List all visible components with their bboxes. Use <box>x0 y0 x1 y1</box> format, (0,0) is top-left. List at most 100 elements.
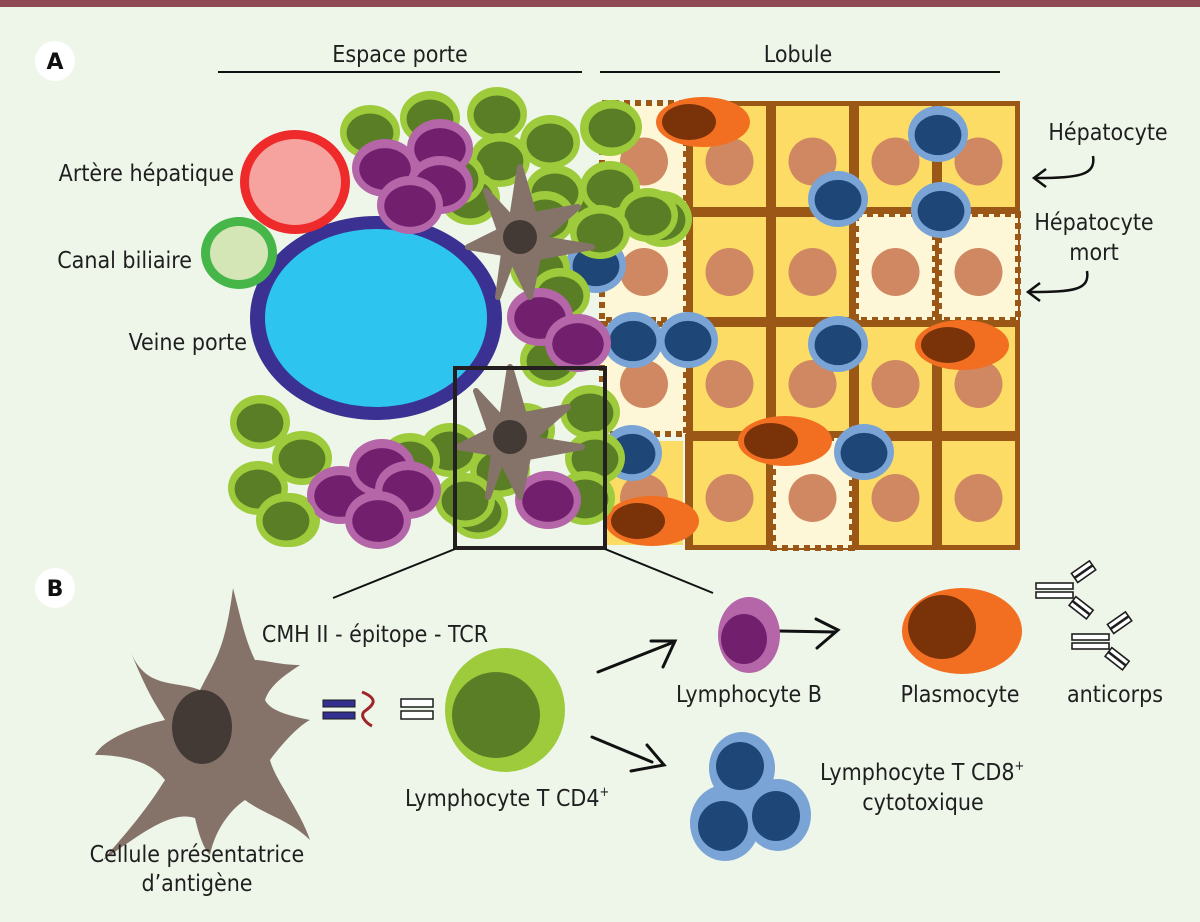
plasmocyte-nucleus <box>908 595 976 659</box>
hepatocyte-nucleus <box>705 360 754 408</box>
portal-vein-lumen <box>265 229 487 407</box>
hepatocyte-pointer-arrowhead <box>1031 168 1047 188</box>
hepatocyte-nucleus <box>954 360 1003 408</box>
apc-nucleus <box>503 220 537 254</box>
b-lymphocyte <box>545 314 611 372</box>
antigen-presenting-cell <box>455 364 585 500</box>
plasmocyte <box>738 416 832 466</box>
top-bar <box>0 0 1200 7</box>
label-anticorps: anticorps <box>1067 682 1163 708</box>
apc-nucleus <box>172 690 232 764</box>
b-cell-nucleus <box>721 614 767 664</box>
cd8-lymphocyte <box>658 312 718 368</box>
hepatocyte-nucleus <box>871 137 920 186</box>
zoom-box <box>453 366 607 550</box>
label-plasmocyte: Plasmocyte <box>901 682 1020 708</box>
plasmocyte-nucleus <box>662 104 716 140</box>
label-cd4-text: Lymphocyte T CD4 <box>405 786 600 812</box>
lobule-grid <box>566 97 1021 551</box>
b-lymphocyte <box>345 491 411 549</box>
hepatocyte-nucleus <box>871 248 920 296</box>
panel-b-badge: B <box>35 568 75 608</box>
cd8-lymphocyte <box>908 106 968 162</box>
cd4-lymphocyte <box>470 133 530 187</box>
b-lymphocyte-nucleus <box>384 185 436 227</box>
hepatocyte-nucleus <box>954 248 1003 296</box>
cd8-lymphocyte <box>911 182 971 238</box>
cd8-nucleus <box>716 742 764 790</box>
b-lymphocyte-nucleus <box>352 500 404 542</box>
b-lymphocyte <box>515 471 581 529</box>
cd8-nucleus <box>698 801 748 851</box>
cd8-nucleus <box>752 791 800 841</box>
cd4-lymphocyte <box>467 87 527 141</box>
epitope-icon <box>361 690 375 728</box>
label-cd8-sup: + <box>1015 759 1025 774</box>
cd4-lymphocyte <box>618 188 678 242</box>
plasmocyte <box>605 496 699 546</box>
arrow-to-plasmocyte <box>777 617 841 650</box>
cd8-cluster <box>690 732 811 861</box>
hepatocyte-nucleus <box>871 474 920 522</box>
cd4-lymphocyte-nucleus <box>476 141 524 181</box>
antigen-presenting-cell <box>465 164 595 300</box>
hepatocyte-nucleus <box>954 137 1003 186</box>
cd4-lymphocyte-nucleus <box>566 393 614 433</box>
dead-hepatocyte-pointer-arrowhead <box>1025 282 1041 302</box>
cd8-lymphocyte-nucleus <box>917 190 965 232</box>
hepatocyte <box>942 441 1015 545</box>
label-hepatocyte-mort-1: Hépatocyte <box>1034 210 1153 236</box>
hepatocyte-nucleus <box>705 474 754 522</box>
cd4-lymphocyte <box>435 473 495 527</box>
hepatocyte-nucleus <box>788 248 837 296</box>
mhc-icon <box>322 699 356 720</box>
antibody-icon <box>1035 559 1097 620</box>
hepatocyte-nucleus <box>705 137 754 186</box>
cd4-lymphocyte <box>256 493 316 547</box>
plasmocyte-nucleus <box>921 327 975 363</box>
arrow-to-b <box>596 639 678 674</box>
cd4-lymphocyte-nucleus <box>236 403 284 443</box>
hepatocyte <box>693 217 766 317</box>
panel-a-badge-text: A <box>46 50 63 75</box>
cd8-lymphocyte-nucleus <box>609 320 657 362</box>
bile-duct-lumen <box>210 226 268 280</box>
label-cd4: Lymphocyte T CD4+ <box>405 785 609 812</box>
portal-space <box>201 87 678 549</box>
apc-nucleus <box>493 420 527 454</box>
hepatocyte <box>776 217 849 317</box>
header-espace-porte: Espace porte <box>332 42 468 68</box>
cd4-lymphocyte <box>560 385 620 439</box>
cd4-lymphocyte-nucleus <box>278 439 326 479</box>
hepatocyte-nucleus <box>788 360 837 408</box>
label-cd8-text: Lymphocyte T CD8 <box>820 760 1015 786</box>
plasmocyte <box>915 320 1009 370</box>
b-lymphocyte <box>377 176 443 234</box>
hepatocyte-nucleus <box>871 360 920 408</box>
hepatocyte-nucleus <box>620 248 668 296</box>
cd8-lymphocyte-nucleus <box>840 432 888 474</box>
plasmocyte <box>656 97 750 147</box>
cd4-lymphocyte-nucleus <box>576 213 624 253</box>
plasmocyte-nucleus <box>611 503 665 539</box>
label-hepatocyte: Hépatocyte <box>1048 120 1167 146</box>
cd8-lymphocyte-nucleus <box>914 114 962 156</box>
label-cd8-cytotoxique: cytotoxique <box>862 790 983 816</box>
cd4-lymphocyte <box>520 115 580 169</box>
label-artere-hepatique: Artère hépatique <box>59 161 234 187</box>
cd4-lymphocyte-nucleus <box>526 123 574 163</box>
cd4-lymphocyte-nucleus <box>441 481 489 521</box>
panel-a-badge: A <box>35 41 75 81</box>
cd8-lymphocyte-nucleus <box>664 320 712 362</box>
connector-right <box>604 548 714 594</box>
plasmocyte-nucleus <box>744 423 798 459</box>
antigen-presenting-cell <box>95 588 310 860</box>
tcr-icon <box>400 698 434 720</box>
label-complex: CMH II - épitope - TCR <box>262 622 488 648</box>
header-lobule: Lobule <box>764 42 833 68</box>
cd8-lymphocyte <box>603 312 663 368</box>
hepatocyte-pointer-arrow <box>1035 155 1095 180</box>
cd4-lymphocyte-nucleus <box>586 169 634 209</box>
label-lymphocyte-b: Lymphocyte B <box>676 682 822 708</box>
